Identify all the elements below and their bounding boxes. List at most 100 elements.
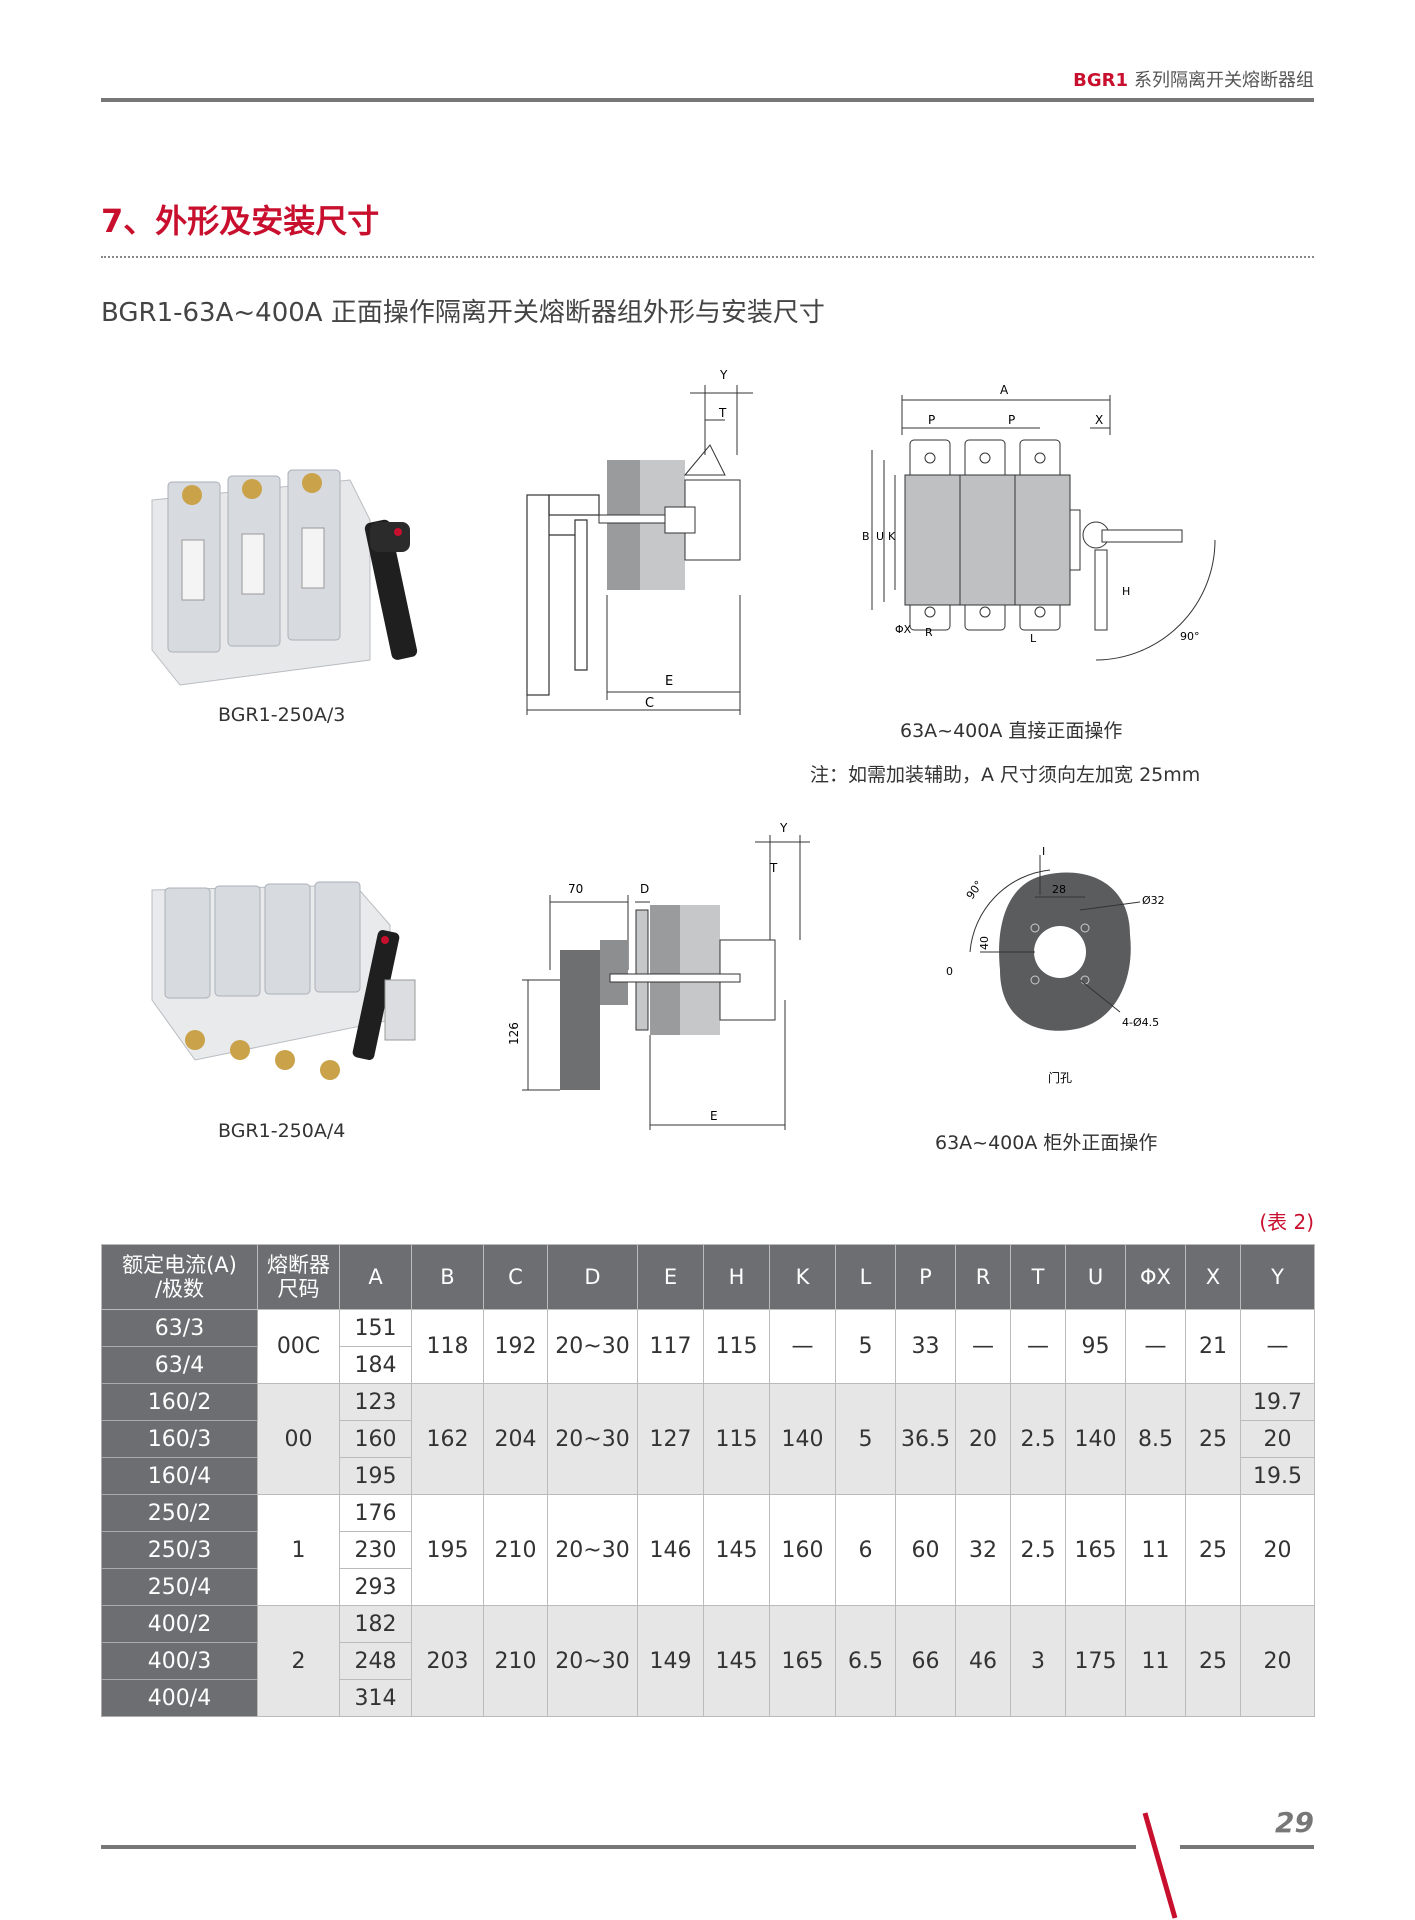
table-cell: 184	[339, 1346, 412, 1384]
table-cell: 6	[835, 1494, 896, 1606]
table-cell: 20~30	[547, 1605, 638, 1717]
header-series-title: 系列隔离开关熔断器组	[1134, 70, 1314, 91]
table-cell: 21	[1185, 1309, 1241, 1384]
table-header-cell: T	[1010, 1244, 1066, 1310]
front-caption: 63A~400A 直接正面操作	[900, 720, 1123, 742]
page-number: 29	[1275, 1806, 1314, 1839]
table-cell: 63/4	[101, 1346, 258, 1384]
table-cell: 1	[257, 1494, 340, 1606]
dim-angle-label: 90°	[1180, 630, 1200, 643]
table-cell: 400/2	[101, 1605, 258, 1643]
footer-slash-mark	[1142, 1812, 1178, 1919]
table-header-cell: D	[547, 1244, 638, 1310]
table-cell: 11	[1125, 1494, 1186, 1606]
table-cell: 176	[339, 1494, 412, 1532]
external-side-view-drawing: 70 D Y T 126 E	[507, 821, 810, 1130]
table-cell: 145	[703, 1494, 770, 1606]
header-brand: BGR1	[1073, 70, 1128, 91]
header-rule	[101, 98, 1314, 102]
dim-c-label: C	[645, 696, 654, 711]
table-cell: —	[1010, 1309, 1066, 1384]
dim-k-label: K	[888, 530, 896, 543]
table-cell: 6.5	[835, 1605, 896, 1717]
table-cell: 00	[257, 1383, 340, 1495]
table-header-cell: Y	[1240, 1244, 1315, 1310]
table-cell: 400/4	[101, 1679, 258, 1717]
table-row: 250/4 293	[101, 1568, 1315, 1606]
footer-rule	[101, 1845, 1136, 1849]
door-caption: 63A~400A 柜外正面操作	[935, 1132, 1158, 1154]
table-cell: 95	[1065, 1309, 1126, 1384]
table-cell: 11	[1125, 1605, 1186, 1717]
table-cell: 203	[411, 1605, 484, 1717]
table-cell: 8.5	[1125, 1383, 1186, 1495]
table-cell: 20	[1240, 1494, 1315, 1606]
table-cell: 2.5	[1010, 1383, 1066, 1495]
door-holes-label: 4-Ø4.5	[1122, 1016, 1159, 1029]
table-cell: 160	[769, 1494, 836, 1606]
table-cell: 149	[637, 1605, 704, 1717]
dim-y2-label: Y	[779, 821, 788, 835]
table-row: 63/4 184	[101, 1346, 1315, 1384]
footer-rule-right	[1180, 1845, 1314, 1849]
section-title: 7、外形及安装尺寸	[101, 202, 380, 240]
table-header-cell: C	[483, 1244, 548, 1310]
table-header-cell: A	[339, 1244, 412, 1310]
table-cell: 293	[339, 1568, 412, 1606]
table-cell: 117	[637, 1309, 704, 1384]
table-header-cell: 额定电流(A) /极数	[101, 1244, 258, 1310]
table-cell: 123	[339, 1383, 412, 1421]
dim-r-label: R	[925, 626, 933, 639]
table-cell: 250/4	[101, 1568, 258, 1606]
front-view-drawing: A P P X B U K H ΦX R L 90°	[862, 383, 1216, 661]
dotted-divider	[101, 256, 1314, 258]
table-header-cell: L	[835, 1244, 896, 1310]
table-cell: 20~30	[547, 1309, 638, 1384]
table-cell: —	[769, 1309, 836, 1384]
table-cell: 25	[1185, 1494, 1241, 1606]
table-cell: 118	[411, 1309, 484, 1384]
product-photo-4p	[151, 881, 416, 1080]
table-cell: 25	[1185, 1383, 1241, 1495]
table-header-cell: U	[1065, 1244, 1126, 1310]
table-cell: 165	[769, 1605, 836, 1717]
table-cell: 160/4	[101, 1457, 258, 1495]
table-cell: 20~30	[547, 1383, 638, 1495]
dim-phix-label: ΦX	[895, 623, 912, 636]
door-0-label: 0	[946, 965, 953, 978]
dim-x-label: X	[1095, 413, 1103, 427]
table-cell: 250/2	[101, 1494, 258, 1532]
side-view-drawing: Y T E C	[526, 368, 753, 715]
table-cell: 60	[895, 1494, 956, 1606]
table-cell: 115	[703, 1383, 770, 1495]
table-header-cell: ΦX	[1125, 1244, 1186, 1310]
table-cell: 160/2	[101, 1383, 258, 1421]
dim-126-label: 126	[507, 1022, 521, 1045]
figure-subtitle: BGR1-63A~400A 正面操作隔离开关熔断器组外形与安装尺寸	[101, 298, 825, 328]
door-28-label: 28	[1052, 883, 1066, 896]
dim-70-label: 70	[568, 882, 583, 896]
running-header: BGR1 系列隔离开关熔断器组	[1073, 66, 1314, 92]
table-cell: 19.7	[1240, 1383, 1315, 1421]
table-header-cell: P	[895, 1244, 956, 1310]
table-cell: 66	[895, 1605, 956, 1717]
door-hole-caption: 门孔	[1048, 1070, 1072, 1085]
table-cell: 192	[483, 1309, 548, 1384]
table-header-cell: X	[1185, 1244, 1241, 1310]
dim-t-label: T	[718, 406, 727, 420]
table-header-cell: R	[955, 1244, 1011, 1310]
door-i-label: I	[1042, 845, 1045, 858]
table-cell: 5	[835, 1383, 896, 1495]
table-header-cell: K	[769, 1244, 836, 1310]
table-cell: 140	[769, 1383, 836, 1495]
table-cell: 2	[257, 1605, 340, 1717]
photo1-caption: BGR1-250A/3	[218, 704, 346, 726]
table-cell: 20	[1240, 1420, 1315, 1458]
table-cell: 115	[703, 1309, 770, 1384]
table-cell: 250/3	[101, 1531, 258, 1569]
